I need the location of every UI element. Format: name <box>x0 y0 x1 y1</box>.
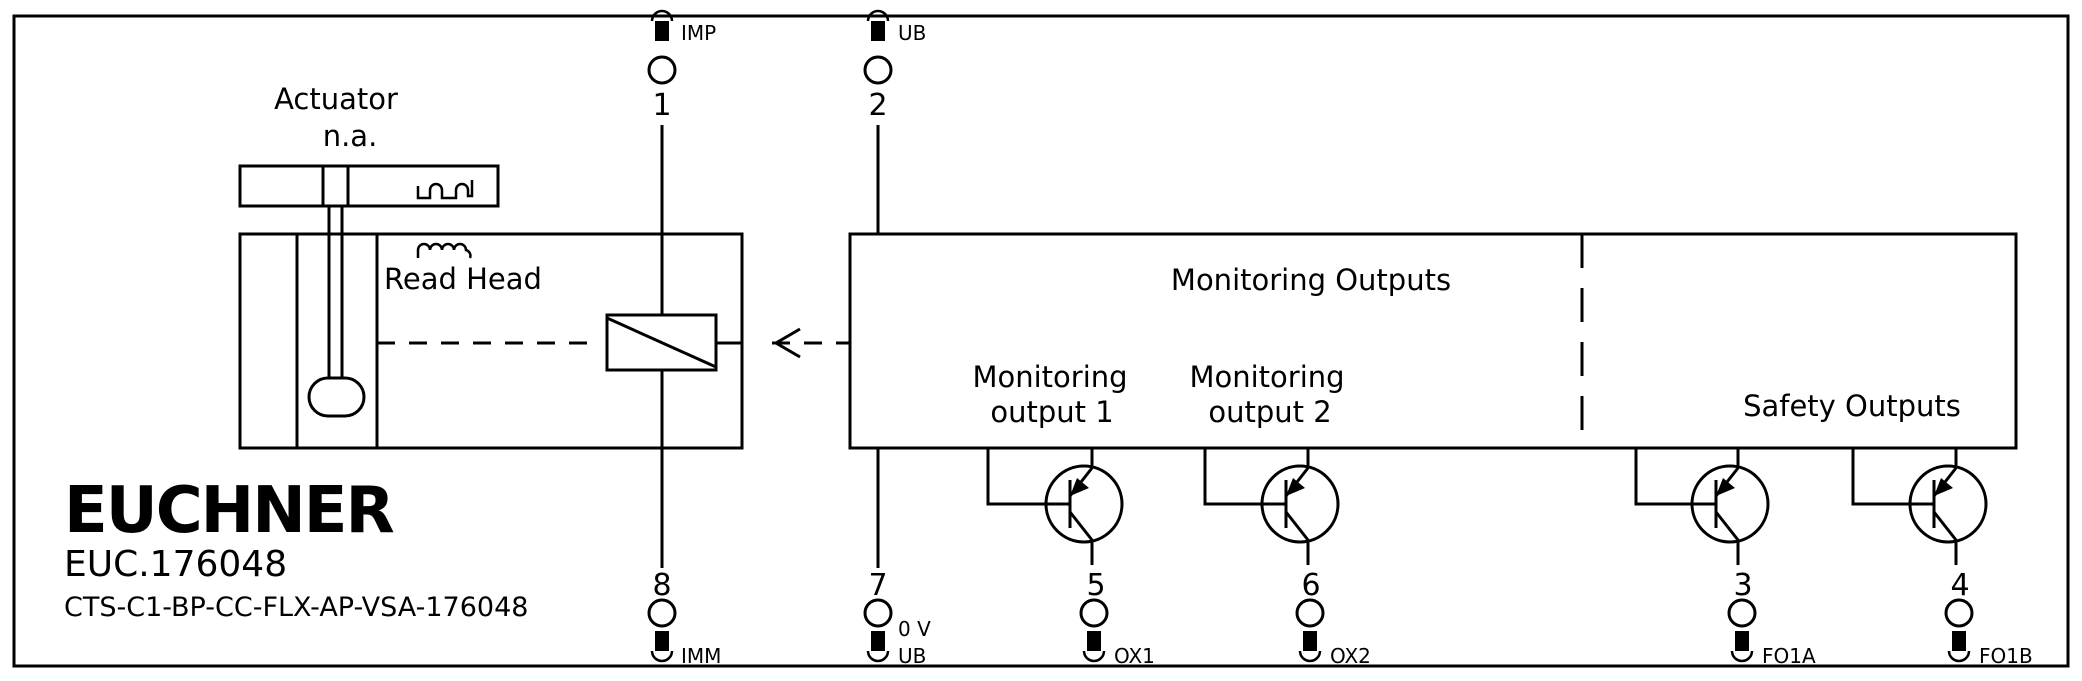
actuator-coil-icon <box>416 180 474 200</box>
safety-outputs-label: Safety Outputs <box>1743 389 1961 423</box>
terminal-2: UB 2 <box>863 9 926 123</box>
transistor-ox1 <box>986 448 1124 565</box>
terminal-3-number: 3 <box>1733 568 1752 603</box>
actuator-sublabel: n.a. <box>323 119 378 153</box>
connector-icon <box>1730 629 1754 663</box>
terminal-1: IMP 1 <box>647 9 716 234</box>
monitoring-output-2-label-line1: Monitoring <box>1189 360 1344 394</box>
terminal-1-number: 1 <box>652 88 671 123</box>
actuator-label: Actuator <box>274 82 398 116</box>
connector-icon <box>1082 629 1106 663</box>
monitoring-outputs-block: Monitoring Outputs Monitoring output 1 M… <box>848 125 2018 548</box>
connector-icon <box>866 629 890 663</box>
read-head: Read Head <box>238 210 744 475</box>
terminal-8-number: 8 <box>652 568 671 603</box>
monitoring-outputs-label: Monitoring Outputs <box>1171 263 1451 297</box>
transistor-fo1a <box>1634 448 1770 565</box>
actuator-tongue <box>307 376 366 418</box>
connector-icon <box>1298 629 1322 663</box>
terminal-2-signal: UB <box>898 21 926 45</box>
outer-frame <box>12 14 2070 668</box>
terminal-4-signal: FO1B <box>1979 644 2033 668</box>
terminal-3: 3 FO1A <box>1727 568 1816 668</box>
terminal-1-signal: IMP <box>681 21 716 45</box>
monitoring-output-1-label-line2: output 1 <box>990 395 1113 429</box>
connector-icon <box>1947 629 1971 663</box>
terminal-4: 4 FO1B <box>1944 568 2033 668</box>
part-number: CTS-C1-BP-CC-FLX-AP-VSA-176048 <box>64 592 528 623</box>
terminal-4-number: 4 <box>1950 568 1969 603</box>
terminal-2-number: 2 <box>868 88 887 123</box>
terminal-7-signal-top: 0 V <box>898 617 931 641</box>
terminal-5-number: 5 <box>1086 568 1105 603</box>
brand-logo: EUCHNER <box>64 474 394 548</box>
terminal-7-signal: UB <box>898 644 926 668</box>
terminal-5-signal: OX1 <box>1114 644 1155 668</box>
monitoring-output-1-label-line1: Monitoring <box>972 360 1127 394</box>
transistor-ox2 <box>1203 448 1340 565</box>
order-number: EUC.176048 <box>64 544 287 585</box>
terminal-6-signal: OX2 <box>1330 644 1371 668</box>
connector-icon <box>650 629 674 663</box>
actuator: Actuator n.a. <box>238 82 500 418</box>
terminal-7-number: 7 <box>868 568 887 603</box>
terminal-8-signal: IMM <box>681 644 721 668</box>
signal-arrow-icon <box>773 327 801 359</box>
terminal-7: 7 0 V UB <box>863 448 931 668</box>
terminal-8: 8 IMM <box>647 448 721 668</box>
read-head-label: Read Head <box>384 262 542 296</box>
terminal-6-number: 6 <box>1301 568 1320 603</box>
transistor-fo1b <box>1851 448 1988 565</box>
read-head-coil-icon <box>416 242 472 259</box>
terminal-3-signal: FO1A <box>1762 644 1816 668</box>
terminal-5: 5 OX1 <box>1079 568 1155 668</box>
monitoring-output-2-label-line2: output 2 <box>1208 395 1331 429</box>
terminal-6: 6 OX2 <box>1295 568 1371 668</box>
